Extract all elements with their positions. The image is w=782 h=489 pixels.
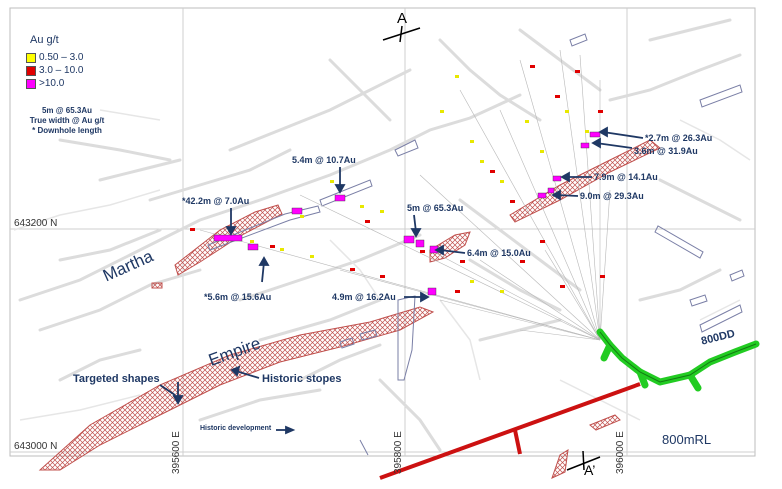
legend-label-low: 0.50 – 3.0 (39, 52, 84, 63)
intercept-label: 4.9m @ 16.2Au (332, 292, 396, 302)
legend-swatch-yellow (26, 52, 36, 63)
label-historic-development: Historic development (200, 425, 272, 432)
legend-title: Au g/t (30, 34, 59, 46)
intercept-label: 5m @ 65.3Au (407, 203, 464, 213)
grid-lines (10, 8, 755, 456)
intercept-label: 3.6m @ 31.9Au (634, 146, 698, 156)
map-frame (9, 7, 756, 457)
historic-workings (18, 18, 742, 452)
empire-ore-shape (38, 306, 435, 471)
legend-label-high: >10.0 (39, 78, 65, 89)
martha-small-shape (151, 282, 163, 289)
intercept-label: *42.2m @ 7.0Au (182, 196, 250, 206)
intercept-label: *2.7m @ 26.3Au (645, 133, 713, 143)
green-drive-outline (599, 331, 757, 383)
section-label-a: A (397, 10, 408, 27)
note-line-2: True width @ Au g/t (29, 116, 105, 125)
legend-swatch-red (26, 65, 36, 76)
note-line-3: * Downhole length (32, 126, 102, 135)
section-line-A-prime (566, 450, 601, 471)
historic-stopes (207, 33, 745, 456)
grid-label-395600e: 395600 E (171, 431, 182, 474)
assay-intervals-red (190, 65, 605, 293)
section-line-A (382, 25, 421, 43)
intercept-label: 5.4m @ 10.7Au (292, 155, 356, 165)
intercept-label: 6.4m @ 15.0Au (467, 248, 531, 258)
assay-intervals-magenta (213, 131, 601, 296)
legend-item-low: 0.50 – 3.0 (26, 52, 83, 63)
leader-arrows (159, 126, 644, 435)
intercept-label: 9.0m @ 29.3Au (580, 191, 644, 201)
assay-intervals-yellow (250, 75, 589, 293)
section-label-a-prime: A’ (584, 462, 596, 478)
central-ore-shape (429, 231, 471, 263)
legend-item-high: >10.0 (26, 78, 64, 89)
legend-swatch-magenta (26, 78, 36, 89)
grid-label-395800e: 395800 E (393, 431, 404, 474)
grid-label-643200n: 643200 N (14, 218, 58, 229)
label-targeted-shapes: Targeted shapes (73, 373, 160, 385)
legend-label-mid: 3.0 – 10.0 (39, 65, 84, 76)
grid-label-643000n: 643000 N (14, 441, 58, 452)
south-ore-shape (551, 449, 569, 479)
intercept-label: 7.9m @ 14.1Au (594, 172, 658, 182)
grid-label-396000e: 396000 E (615, 431, 626, 474)
se-ore-shape (589, 414, 621, 431)
label-800mrl: 800mRL (662, 432, 712, 447)
note-line-1: 5m @ 65.3Au (41, 106, 93, 115)
legend-note: 5m @ 65.3Au True width @ Au g/t * Downho… (12, 106, 122, 136)
intercept-label: *5.6m @ 15.6Au (204, 292, 272, 302)
label-historic-stopes: Historic stopes (262, 373, 342, 385)
red-drive (379, 382, 641, 480)
legend-item-mid: 3.0 – 10.0 (26, 65, 83, 76)
